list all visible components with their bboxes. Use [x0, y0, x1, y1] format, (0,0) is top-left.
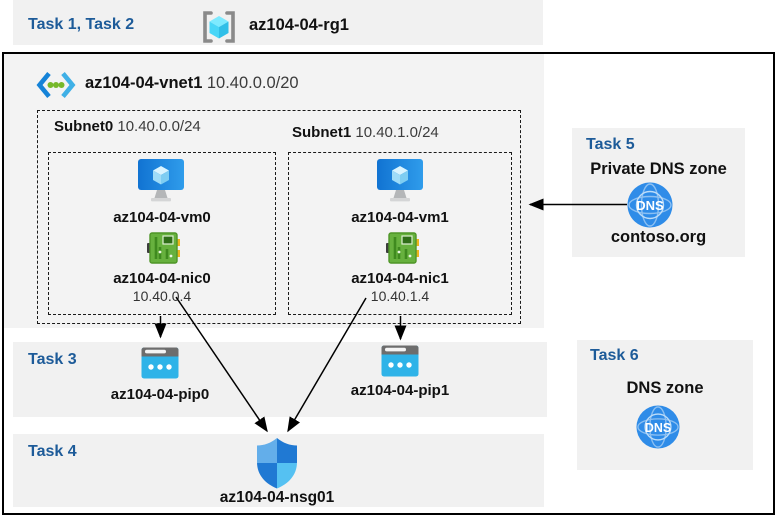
task-4-label: Task 4: [28, 443, 77, 460]
vnet-box: [4, 54, 544, 328]
vnet-name: az104-04-vnet1: [85, 74, 203, 92]
contoso-zone-label: contoso.org: [610, 228, 707, 246]
nsg-label: az104-04-nsg01: [219, 489, 335, 506]
resource-group-label: az104-04-rg1: [249, 16, 349, 34]
dns-icon-text: DNS: [636, 198, 664, 213]
subnet0-name: Subnet0: [54, 118, 114, 135]
nic0-label: az104-04-nic0: [113, 270, 211, 287]
dns-zone-title: DNS zone: [626, 379, 704, 397]
private-dns-zone-icon: DNS: [627, 182, 673, 228]
nic0-ip: 10.40.0.4: [132, 288, 192, 304]
subnets-outer-box: [37, 110, 521, 324]
pip1-label: az104-04-pip1: [350, 382, 450, 399]
pip0-label: az104-04-pip0: [110, 386, 210, 403]
subnet1-cidr: 10.40.1.0/24: [355, 124, 439, 141]
task-3-band: [13, 342, 547, 417]
task-3-label: Task 3: [28, 351, 77, 368]
subnet1-inner-box: az104-04-vm1 az104-04-nic1 10.40.1.4: [288, 152, 512, 315]
pip1-icon: [381, 345, 419, 377]
nic1-ip: 10.40.1.4: [370, 288, 430, 304]
virtual-network-icon: [36, 70, 76, 100]
resource-group-icon: [199, 10, 239, 44]
pip0-icon: [141, 347, 179, 379]
subnet0-inner-box: az104-04-vm0 az104-04-nic0 10.40.0.4: [48, 152, 276, 315]
task-6-box: [577, 340, 753, 470]
subnet1-label: Subnet1 10.40.1.0/24: [292, 124, 439, 141]
nic1-icon: [384, 230, 420, 266]
subnet1-name: Subnet1: [292, 124, 352, 141]
vm0-label: az104-04-vm0: [113, 209, 211, 226]
nsg-shield-icon: [252, 437, 302, 489]
vm1-label: az104-04-vm1: [351, 209, 449, 226]
dns-zone-icon: DNS: [636, 405, 680, 449]
vnet-title: az104-04-vnet1 10.40.0.0/20: [85, 74, 299, 93]
main-frame-border: [2, 52, 775, 515]
task-5-label: Task 5: [586, 136, 635, 153]
nic0-icon: [145, 230, 181, 266]
vm0-icon: [137, 159, 185, 204]
subnet0-cidr: 10.40.0.0/24: [117, 118, 201, 135]
private-dns-zone-title: Private DNS zone: [590, 160, 727, 178]
vm1-icon: [376, 159, 424, 204]
task-1-2-band: [13, 0, 543, 45]
dns-icon-text: DNS: [645, 421, 671, 435]
subnet0-label: Subnet0 10.40.0.0/24: [54, 118, 201, 135]
task-1-2-label: Task 1, Task 2: [28, 16, 135, 33]
vnet-cidr: 10.40.0.0/20: [206, 74, 299, 92]
nic1-label: az104-04-nic1: [351, 270, 449, 287]
task-6-label: Task 6: [590, 347, 639, 364]
